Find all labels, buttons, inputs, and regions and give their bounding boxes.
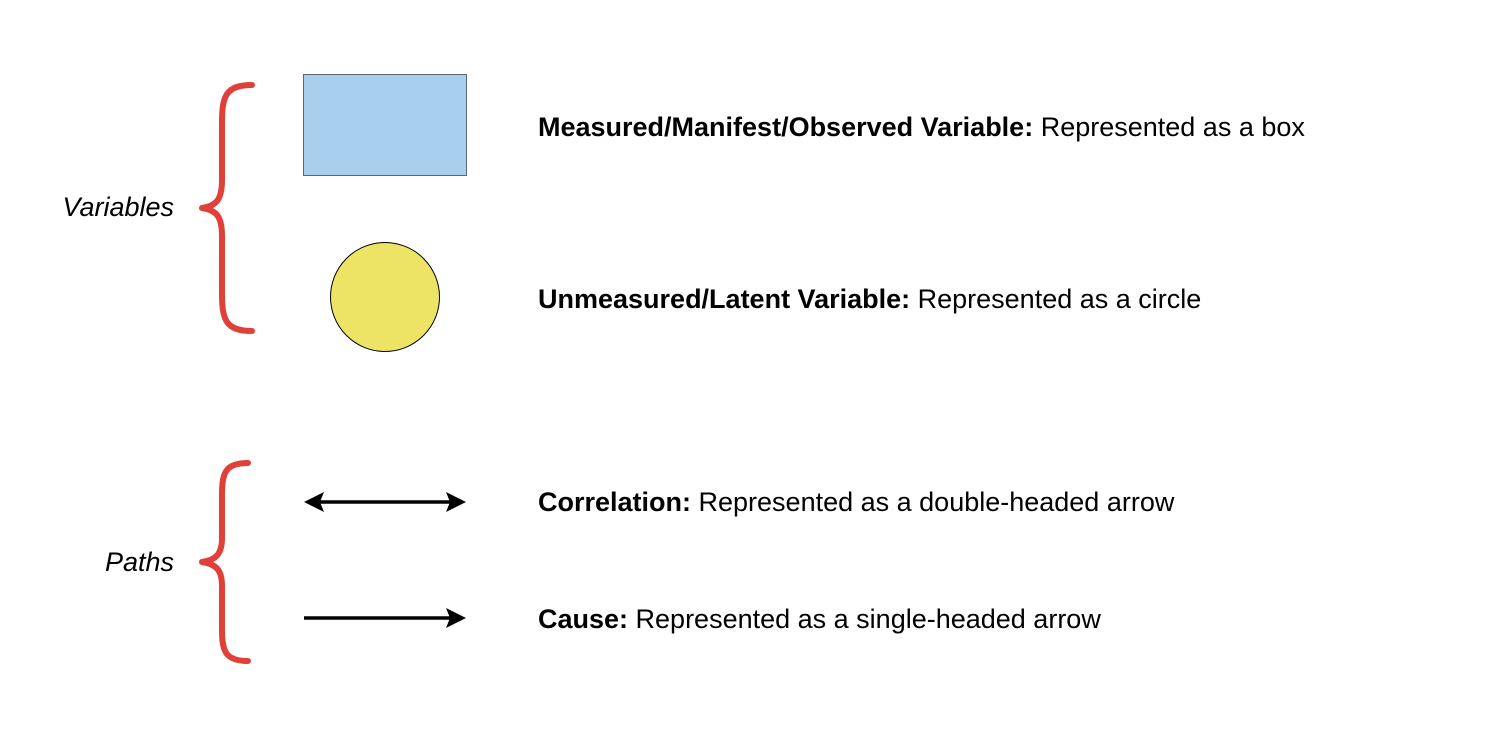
variables-group-label: Variables [62, 192, 174, 222]
measured-variable-term: Measured/Manifest/Observed Variable: [538, 112, 1034, 142]
double-headed-arrow-icon [304, 492, 466, 512]
single-headed-arrow-icon [304, 608, 466, 628]
cause-description: Cause: Represented as a single-headed ar… [538, 603, 1101, 635]
double-arrow-left-head [304, 492, 324, 512]
correlation-text: Represented as a double-headed arrow [691, 487, 1175, 517]
paths-brace [199, 460, 251, 664]
latent-variable-term: Unmeasured/Latent Variable: [538, 284, 911, 314]
single-arrow-head [446, 608, 466, 628]
latent-variable-description: Unmeasured/Latent Variable: Represented … [538, 283, 1201, 315]
variables-brace [199, 82, 255, 334]
variables-brace-path [199, 82, 255, 334]
circle-icon [330, 242, 440, 352]
correlation-description: Correlation: Represented as a double-hea… [538, 486, 1174, 518]
correlation-term: Correlation: [538, 487, 692, 517]
cause-term: Cause: [538, 604, 629, 634]
paths-brace-path [199, 460, 251, 664]
paths-group-label: Paths [104, 547, 174, 577]
cause-text: Represented as a single-headed arrow [628, 604, 1101, 634]
measured-variable-description: Measured/Manifest/Observed Variable: Rep… [538, 111, 1305, 143]
latent-variable-text: Represented as a circle [910, 284, 1202, 314]
measured-variable-text: Represented as a box [1033, 112, 1305, 142]
double-arrow-right-head [446, 492, 466, 512]
box-icon [303, 74, 467, 176]
